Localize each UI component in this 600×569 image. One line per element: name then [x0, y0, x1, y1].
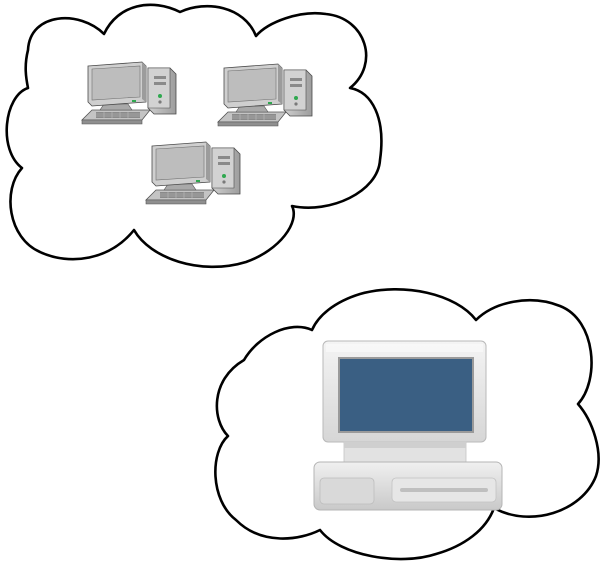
monitor-computer-icon	[313, 340, 503, 511]
network-cloud-outline	[5, 3, 383, 269]
single-computer-cloud	[214, 288, 600, 561]
network-cloud	[5, 3, 383, 269]
